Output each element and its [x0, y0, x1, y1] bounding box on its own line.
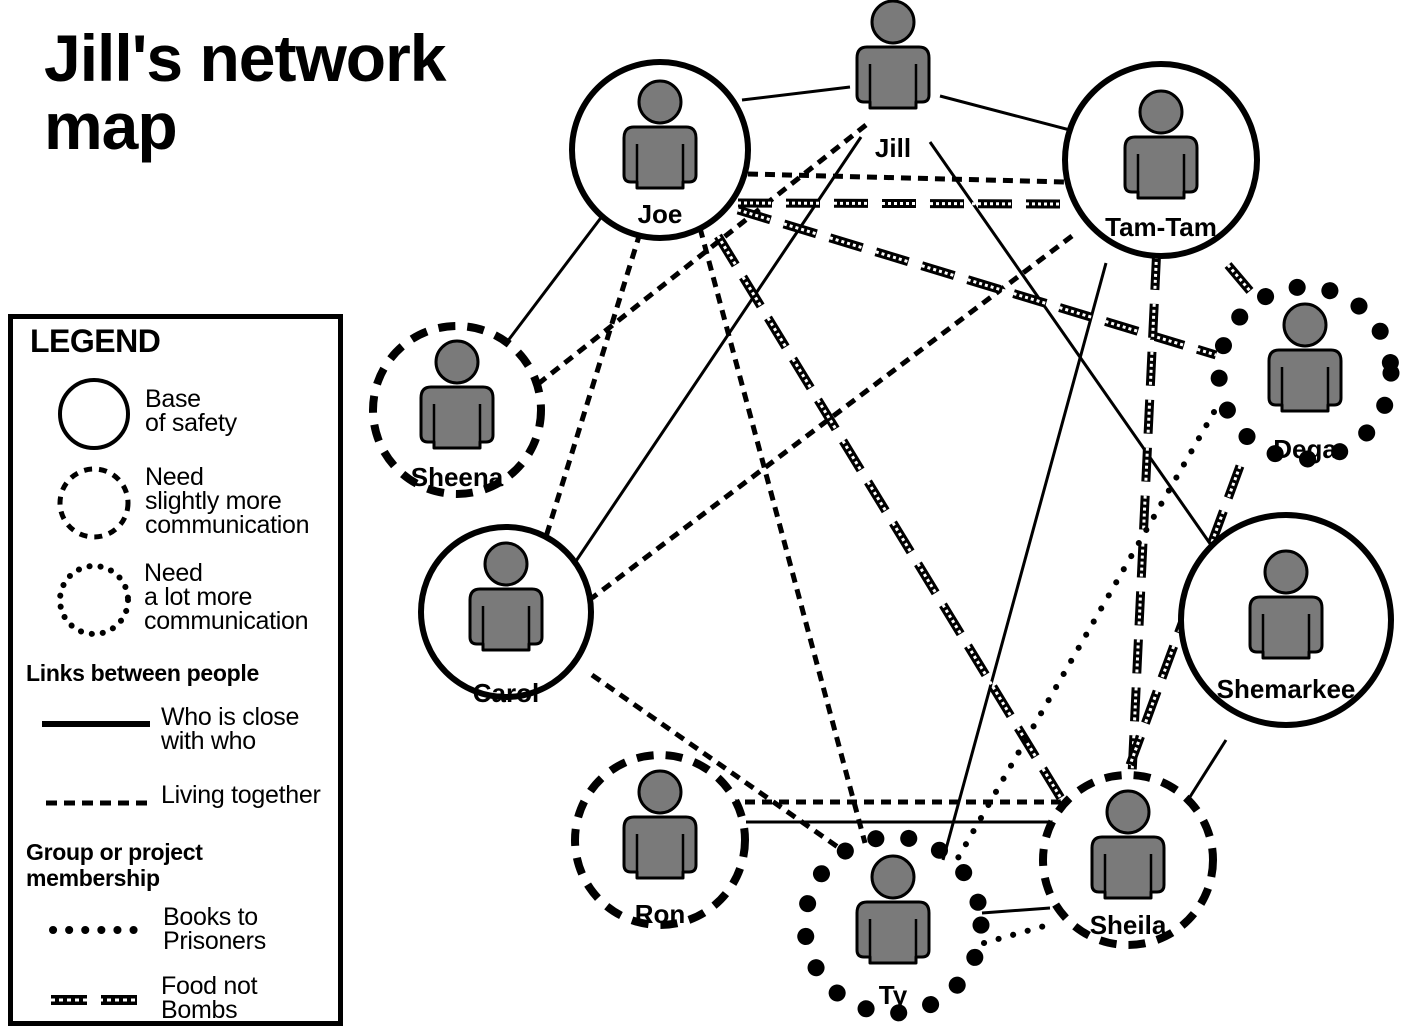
link-jill-shemarkee-close	[928, 141, 1213, 546]
legend: LEGEND Base of safety Need slightly more…	[8, 314, 343, 1026]
link-joe-sheena-close	[505, 214, 605, 343]
person-shemarkee: Shemarkee	[1178, 512, 1394, 728]
person-label-sheena: Sheena	[411, 462, 504, 492]
person-carol: Carol	[418, 524, 594, 708]
link-joe-dega-food-inner	[737, 208, 1217, 357]
legend-groups-heading: Group or project membership	[26, 839, 203, 891]
person-icon	[855, 854, 931, 965]
person-sheila: Sheila	[1039, 771, 1217, 949]
person-ty: Ty	[796, 828, 990, 1022]
person-label-joe: Joe	[638, 199, 683, 229]
link-dega-sheila-food-inner	[1128, 465, 1242, 766]
person-jill: Jill	[855, 0, 931, 163]
person-icon	[855, 0, 931, 110]
page-title: Jill's network map	[44, 24, 446, 160]
person-label-carol: Carol	[473, 678, 539, 708]
link-tamtam-dega-food-inner	[1226, 264, 1258, 299]
person-label-shemarkee: Shemarkee	[1217, 674, 1356, 704]
person-sheena: Sheena	[369, 322, 545, 498]
person-label-dega: Dega	[1273, 434, 1337, 464]
legend-solid-circle-label: Base of safety	[145, 385, 237, 437]
link-ty-sheila-books	[981, 922, 1051, 946]
person-ron: Ron	[571, 751, 749, 929]
person-label-ron: Ron	[635, 899, 686, 929]
person-label-tamtam: Tam-Tam	[1105, 212, 1217, 242]
ring-ty-dotted	[796, 828, 990, 1022]
legend-close-label: Who is close with who	[161, 703, 300, 755]
link-tamtam-carol-living	[590, 234, 1074, 600]
legend-heading: LEGEND	[30, 323, 161, 359]
link-joe-sheila-food-inner	[716, 235, 1064, 801]
link-dega-ty-books	[955, 409, 1217, 861]
legend-food-label: Food not Bombs	[161, 972, 258, 1024]
legend-solid-circle	[58, 378, 130, 450]
link-jill-sheena-living	[536, 123, 868, 386]
legend-dashed-circle-label: Need slightly more communication	[145, 463, 310, 539]
legend-dotted-circle	[57, 563, 131, 637]
person-label-sheila: Sheila	[1090, 910, 1167, 940]
legend-links-heading: Links between people	[26, 660, 259, 686]
ring-dega-dotted	[1210, 278, 1400, 468]
link-joe-tamtam-food	[737, 198, 1061, 209]
person-dega: Dega	[1210, 278, 1400, 468]
legend-living-label: Living together	[161, 781, 321, 809]
legend-dashed-circle	[57, 466, 131, 540]
link-jill-tamtam-close	[939, 94, 1071, 132]
person-icon	[1267, 302, 1343, 413]
link-ty-sheila-close	[981, 906, 1051, 915]
link-jill-carol-close	[568, 136, 863, 571]
person-label-jill: Jill	[875, 133, 911, 163]
legend-dotted-circle-label: Need a lot more communication	[144, 559, 309, 635]
person-joe: Joe	[569, 59, 751, 241]
title-line-1: Jill's network	[44, 21, 446, 95]
person-label-ty: Ty	[879, 980, 908, 1010]
title-line-2: map	[44, 89, 178, 163]
links-layer	[505, 85, 1260, 946]
link-tamtam-ty-close	[941, 262, 1108, 861]
link-jill-joe-close	[741, 85, 851, 102]
link-joe-tamtam-living	[747, 171, 1067, 185]
link-joe-ty-living	[697, 227, 868, 844]
legend-books-label: Books to Prisoners	[163, 903, 266, 955]
link-joe-carol-living	[542, 232, 643, 541]
legend-graphics	[42, 378, 153, 1005]
person-tamtam: Tam-Tam	[1062, 61, 1260, 259]
link-shemarkee-sheila-close	[1186, 739, 1228, 801]
